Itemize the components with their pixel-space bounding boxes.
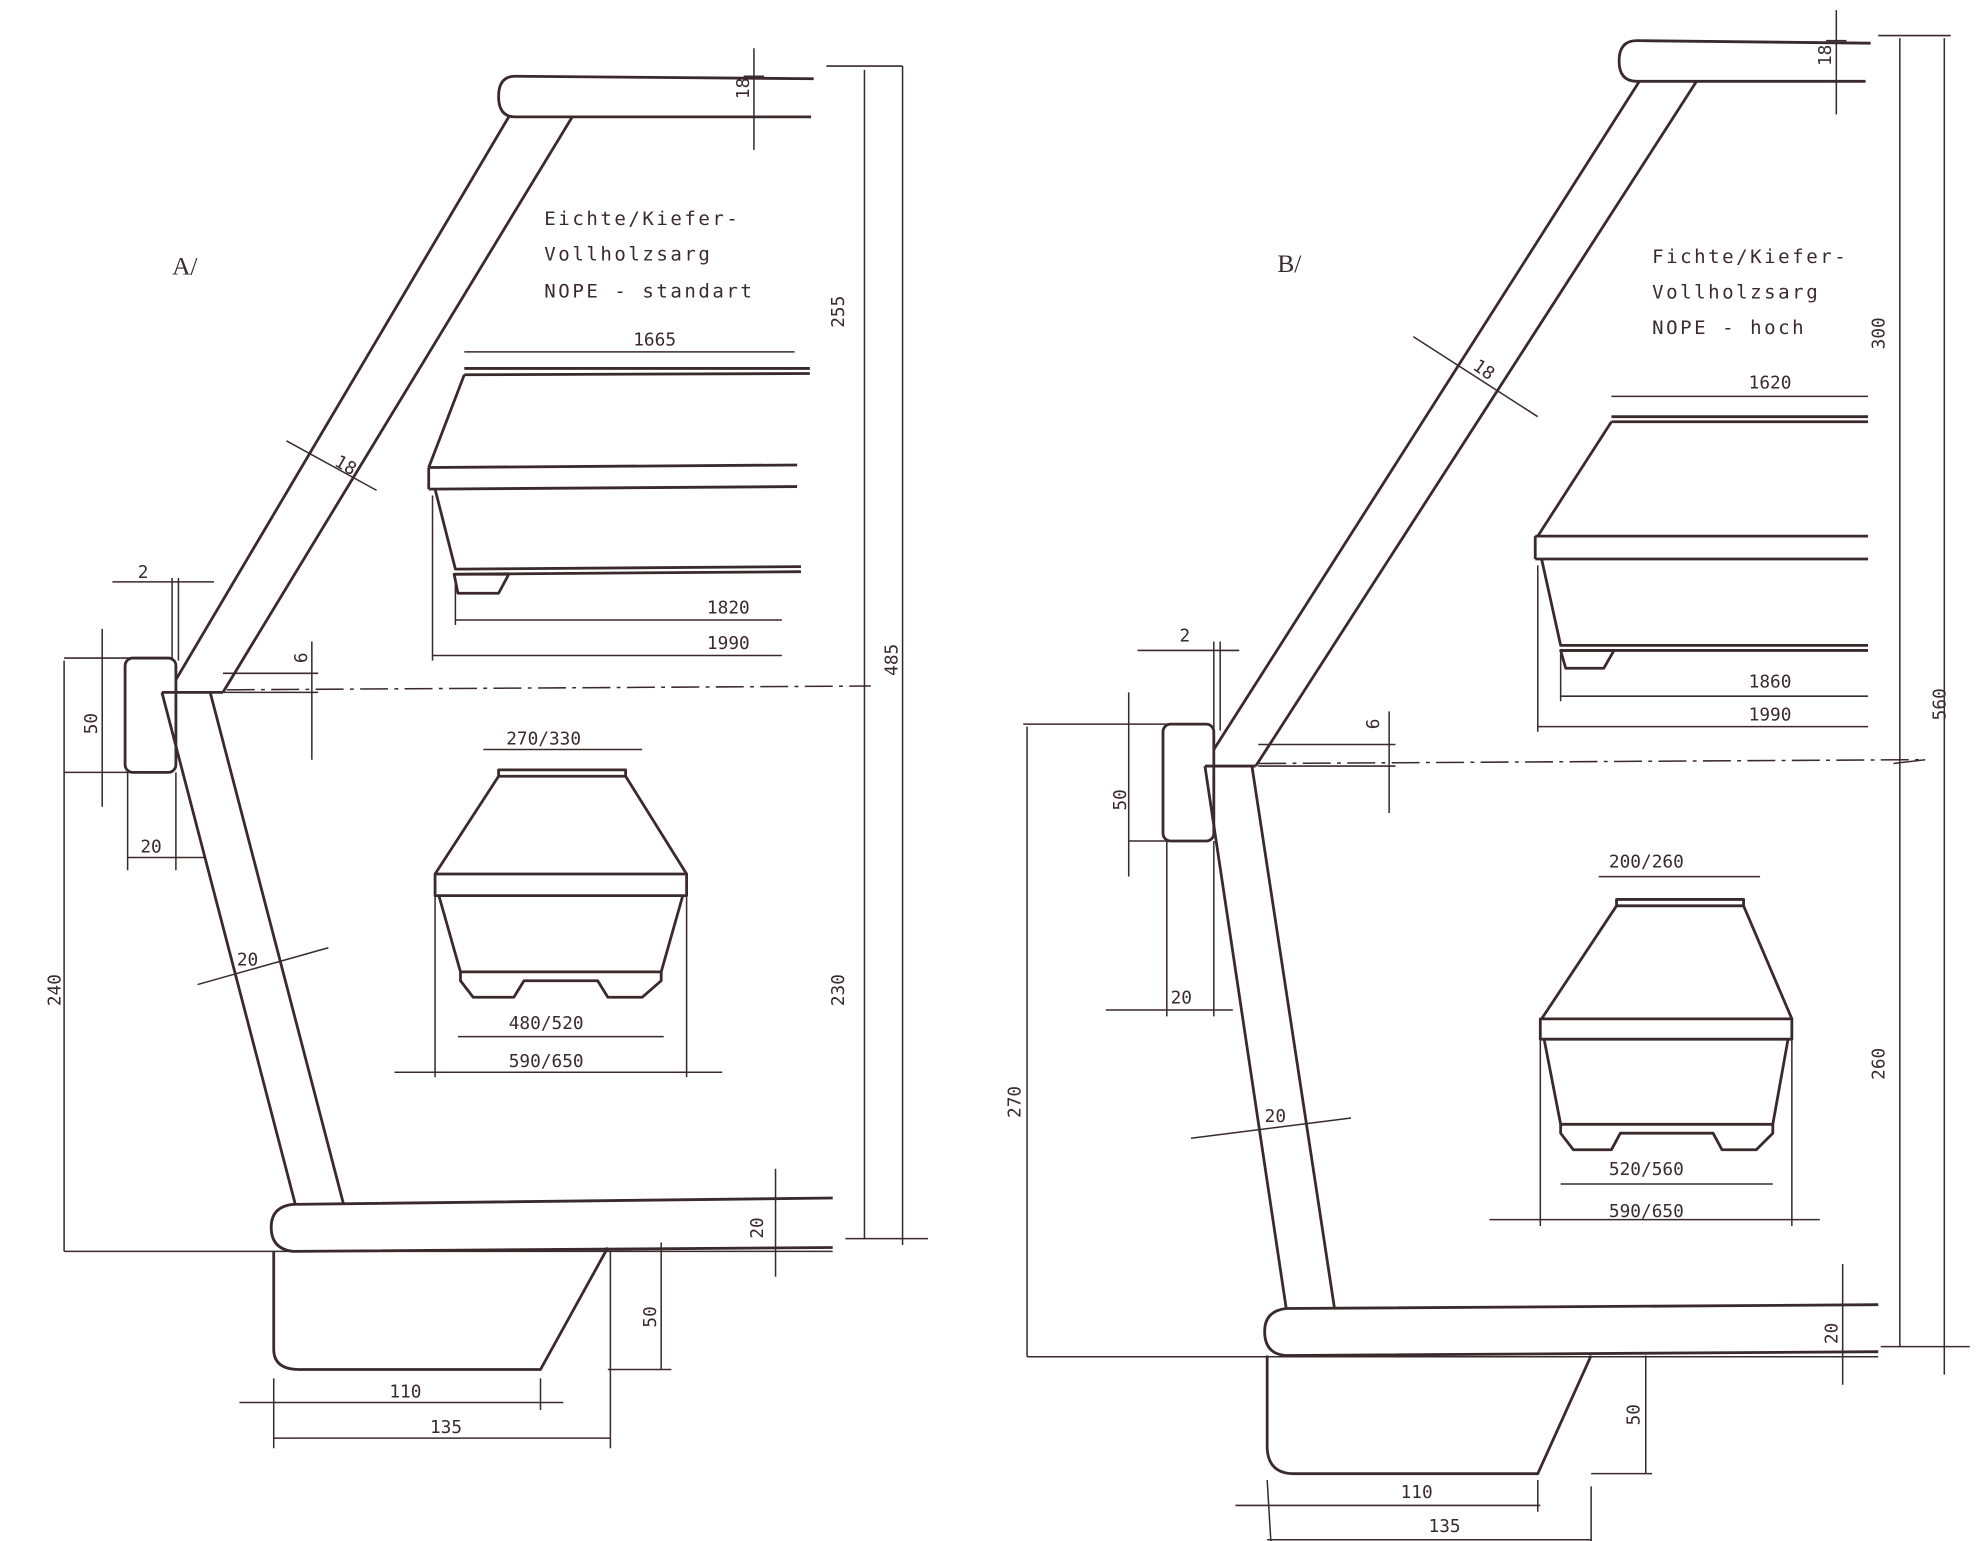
drawing-a-dim-gap: 2 [138, 562, 149, 583]
drawing-a-dim-block-width: 20 [140, 836, 161, 857]
drawing-b-dim-foot-top: 135 [1429, 1516, 1461, 1537]
drawing-a-side-view: 1665 1820 1990 [427, 330, 810, 661]
drawing-a-title-line-3: NOPE - standart [544, 280, 754, 302]
drawing-b-dim-bottom-thickness: 20 [1822, 1323, 1843, 1344]
drawing-b-dim-lower-side-thickness: 20 [1265, 1106, 1286, 1127]
drawing-a-dim-foot-width: 480/520 [509, 1013, 584, 1034]
drawing-a-dim-outer-width: 590/650 [509, 1051, 584, 1072]
drawing-a-label: A/ [172, 252, 198, 280]
drawing-a-dim-top-thickness: 18 [733, 78, 754, 99]
drawing-b-dim-block-width: 20 [1171, 988, 1192, 1009]
drawing-a-dim-block-height: 50 [81, 713, 102, 734]
drawing-b-dim-foot-height: 50 [1623, 1404, 1644, 1425]
drawing-a-dimensions: 18 18 255 485 230 240 50 20 2 6 20 20 50… [44, 48, 928, 1449]
drawing-b-dim-top-width: 200/260 [1609, 852, 1684, 873]
drawing-b-title-line-3: NOPE - hoch [1652, 317, 1806, 339]
drawing-a-dim-foot-top: 135 [430, 1417, 462, 1438]
drawing-b-dim-gap: 2 [1180, 626, 1191, 647]
drawing-b-dim-foot-width: 520/560 [1609, 1159, 1684, 1180]
drawing-a-dim-bottom-thickness: 20 [747, 1217, 768, 1238]
drawing-b-title-line-2: Vollholzsarg [1652, 282, 1820, 304]
drawing-a-dim-lid-length: 1665 [633, 330, 676, 351]
drawing-b-dim-height-upper: 300 [1869, 317, 1890, 349]
drawing-a-dim-height-total: 485 [881, 644, 902, 676]
drawing-b-dim-top-thickness: 18 [1815, 45, 1836, 66]
drawing-b-side-view: 1620 1860 1990 [1533, 373, 1869, 732]
drawing-b-end-view: 200/260 520/560 590/650 [1489, 852, 1820, 1226]
drawing-a-dim-foot-height: 50 [640, 1306, 661, 1327]
drawing-b-dim-outer-length: 1990 [1749, 704, 1792, 725]
drawing-a-dim-top-width: 270/330 [506, 728, 581, 749]
drawing-b-dim-height-total: 560 [1930, 688, 1951, 720]
drawing-b-dim-lid-length: 1620 [1749, 373, 1792, 394]
drawing-b-dim-inner-length: 1860 [1749, 671, 1792, 692]
drawing-a-profile [123, 74, 871, 1371]
drawing-b-dim-foot-bottom: 110 [1401, 1482, 1433, 1503]
drawing-b-dimensions: 18 18 300 560 260 270 50 20 2 6 20 20 50… [1005, 10, 1970, 1541]
drawing-b-dim-block-height: 50 [1110, 789, 1131, 810]
drawing-a-dim-inner-length: 1820 [707, 598, 750, 619]
drawing-b-dim-height-lower: 260 [1869, 1048, 1890, 1080]
drawing-b-profile [1161, 39, 1919, 1476]
drawing-b-dim-height-left: 270 [1005, 1086, 1026, 1118]
drawing-a-dim-foot-bottom: 110 [389, 1381, 421, 1402]
drawing-a-dim-height-upper: 255 [828, 296, 849, 328]
drawing-b-dim-side-thickness: 18 [1469, 355, 1499, 384]
drawing-a-title-line-2: Vollholzsarg [544, 243, 712, 265]
drawing-b-label: B/ [1277, 250, 1302, 278]
drawing-b-title-line-1: Fichte/Kiefer- [1652, 246, 1848, 268]
drawing-b-dim-offset: 6 [1363, 719, 1384, 730]
drawing-a-dim-lower-side-thickness: 20 [237, 950, 258, 971]
drawing-a-dim-offset: 6 [291, 652, 312, 663]
drawing-a-dim-height-left: 240 [44, 974, 65, 1006]
drawing-b: B/ Fichte/Kiefer- Vollholzsarg NOPE - ho… [1005, 10, 1970, 1541]
drawing-a-title-line-1: Eichte/Kiefer- [544, 208, 740, 230]
drawing-a-dim-outer-length: 1990 [707, 633, 750, 654]
drawing-a: A/ Eichte/Kiefer- Vollholzsarg NOPE - st… [44, 48, 928, 1449]
drawing-b-dim-outer-width: 590/650 [1609, 1201, 1684, 1222]
drawing-a-end-view: 270/330 480/520 590/650 [394, 728, 723, 1078]
drawing-a-dim-height-lower: 230 [828, 974, 849, 1006]
